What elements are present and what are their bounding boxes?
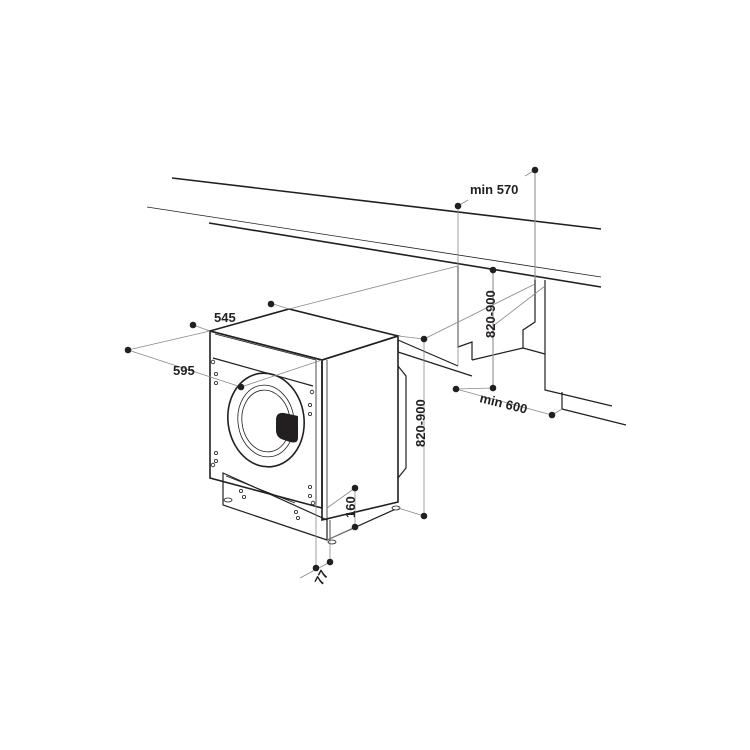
label-width-595: 595 <box>173 363 195 378</box>
dimension-lines <box>127 169 563 579</box>
label-worktop-height-right: 820-900 <box>483 290 498 338</box>
washing-machine <box>206 308 407 545</box>
door-handle-icon <box>276 412 298 443</box>
worktop <box>146 177 602 288</box>
label-depth-545: 545 <box>214 310 236 325</box>
dimension-markers <box>124 166 556 572</box>
cabinet-recess <box>397 266 627 426</box>
label-height-front: 820-900 <box>413 399 428 447</box>
label-min-600: min 600 <box>478 390 529 416</box>
label-plinth-160: 160 <box>343 496 358 518</box>
label-min-570: min 570 <box>470 182 518 197</box>
label-offset-77: 77 <box>311 568 331 588</box>
